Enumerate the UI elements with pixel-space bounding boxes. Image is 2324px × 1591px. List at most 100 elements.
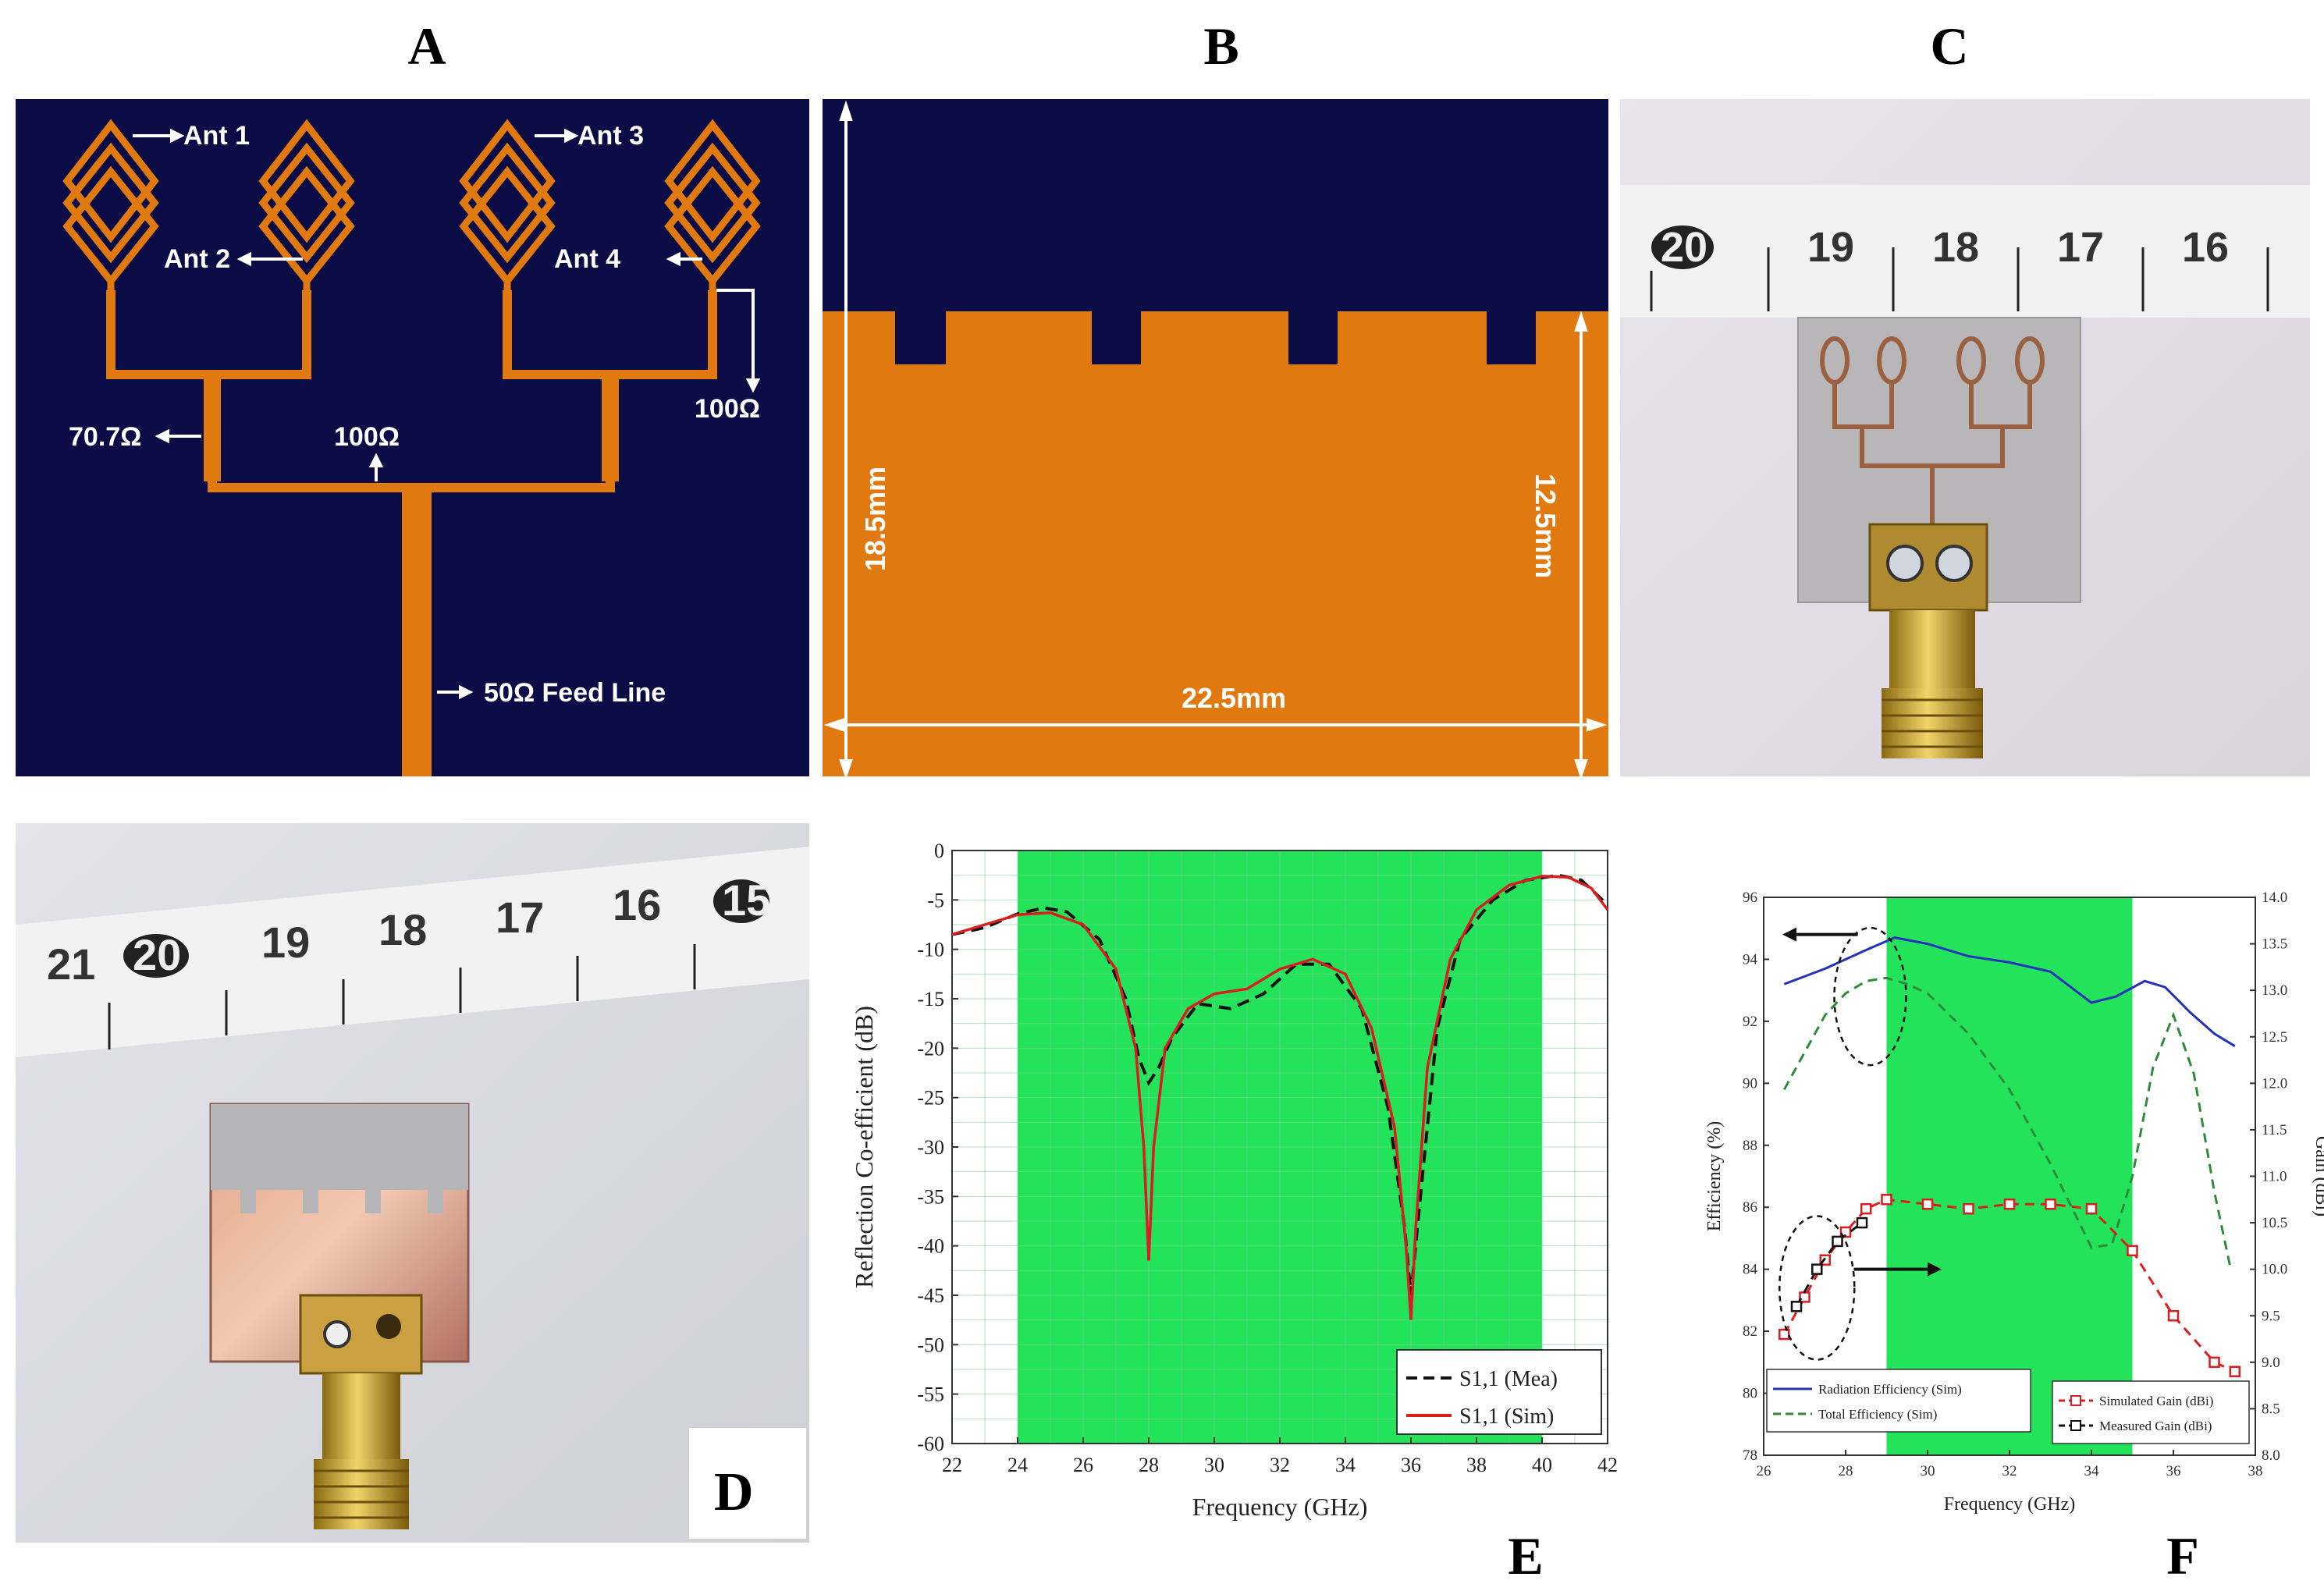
data-point xyxy=(1839,1226,1852,1238)
antenna-pattern xyxy=(1820,336,2045,524)
label-ant-4: Ant 4 xyxy=(554,244,620,274)
legend-efficiency xyxy=(1766,1369,2031,1433)
ruler-num-15: 15 xyxy=(722,875,770,925)
ruler xyxy=(1620,185,2310,318)
x-tick-label: 32 xyxy=(2002,1463,2017,1479)
connector-flange xyxy=(299,1294,423,1375)
x-tick-label: 22 xyxy=(942,1454,962,1476)
label-feed-line: 50Ω Feed Line xyxy=(484,678,666,708)
substrate-top xyxy=(211,1104,468,1213)
y-tick-label: 90 xyxy=(1743,1075,1757,1092)
label-ant-2: Ant 2 xyxy=(164,244,230,274)
y2-tick-label: 14.0 xyxy=(2262,890,2287,906)
data-point xyxy=(2003,1199,2016,1210)
y-tick-label: 88 xyxy=(1743,1138,1757,1154)
x-axis-label: Frequency (GHz) xyxy=(1192,1493,1368,1521)
legend-label: S1,1 (Mea) xyxy=(1459,1367,1558,1391)
x-tick-label: 38 xyxy=(2248,1463,2263,1479)
data-point xyxy=(1799,1291,1811,1303)
ruler-num-18: 18 xyxy=(1932,224,1979,271)
data-point xyxy=(1881,1194,1892,1206)
legend-gain xyxy=(2052,1380,2250,1444)
y-tick-label: 96 xyxy=(1743,890,1757,906)
y-tick-label: -45 xyxy=(917,1284,944,1307)
y2-axis-label: Gain (dBi) xyxy=(2312,1136,2324,1216)
ruler-ticks xyxy=(1650,247,2269,311)
data-point xyxy=(1779,1328,1790,1341)
y2-tick-label: 8.0 xyxy=(2262,1447,2280,1464)
x-tick-label: 38 xyxy=(1466,1454,1487,1476)
data-point xyxy=(2127,1245,2138,1257)
data-point xyxy=(2045,1199,2056,1210)
y2-tick-label: 11.0 xyxy=(2262,1169,2287,1185)
y-tick-label: -40 xyxy=(917,1235,944,1258)
x-tick-label: 42 xyxy=(1597,1454,1618,1476)
y-tick-label: 80 xyxy=(1743,1386,1757,1402)
ruler-ticks xyxy=(108,944,696,1049)
data-point xyxy=(2167,1310,2180,1322)
y-tick-label: -35 xyxy=(917,1185,944,1208)
y-tick-label: -15 xyxy=(917,988,944,1010)
right-axis-annotation-ellipse xyxy=(1779,1215,1856,1361)
y2-tick-label: 12.5 xyxy=(2262,1029,2287,1046)
data-point xyxy=(1963,1202,1974,1215)
left-axis-arrow-head xyxy=(1782,927,1796,942)
y2-tick-label: 9.5 xyxy=(2262,1308,2280,1324)
legend xyxy=(1396,1349,1602,1435)
panel-label-d: D xyxy=(714,1462,754,1522)
y-tick-label: 0 xyxy=(934,840,944,862)
series-line-2 xyxy=(951,875,1609,1320)
x-tick-label: 36 xyxy=(2166,1463,2181,1479)
ruler-num-18: 18 xyxy=(378,905,427,954)
y-tick-label: -60 xyxy=(917,1433,944,1455)
data-point xyxy=(1860,1202,1872,1215)
photo-back: 21 20 19 18 17 16 15 D xyxy=(16,823,809,1543)
series-line-4 xyxy=(1795,1221,1863,1308)
x-tick-label: 40 xyxy=(1532,1454,1552,1476)
y-tick-label: 84 xyxy=(1743,1262,1758,1278)
legend-label: Measured Gain (dBi) xyxy=(2099,1419,2212,1433)
ruler-num-19: 19 xyxy=(261,918,310,967)
feed-line-50ohm xyxy=(402,488,432,776)
photo-front: 20 19 18 17 16 xyxy=(1620,99,2310,776)
x-tick-label: 34 xyxy=(1335,1454,1356,1476)
panel-b-ground-plane: 18.5mm 12.5mm 22.5mm xyxy=(823,99,1608,776)
y-tick-label: -10 xyxy=(917,939,944,961)
panel-label-b: B xyxy=(1203,16,1239,76)
data-point xyxy=(1921,1199,1934,1210)
x-tick-label: 28 xyxy=(1839,1463,1853,1479)
panel-label-e: E xyxy=(1508,1526,1544,1586)
ruler-num-17: 17 xyxy=(2057,224,2104,271)
panel-a-feed-network: Ant 1 Ant 3 Ant 2 Ant 4 100Ω 70.7Ω 100Ω … xyxy=(16,99,809,776)
y2-tick-label: 8.5 xyxy=(2262,1401,2280,1417)
label-ant-3: Ant 3 xyxy=(577,121,644,151)
x-tick-label: 28 xyxy=(1139,1454,1159,1476)
y-axis-label: Efficiency (%) xyxy=(1704,1121,1725,1231)
y-tick-label: -25 xyxy=(917,1087,944,1110)
label-ant-1: Ant 1 xyxy=(183,121,250,151)
y-tick-label: 78 xyxy=(1743,1447,1757,1464)
legend-label: S1,1 (Sim) xyxy=(1459,1405,1554,1429)
sma-connector-body xyxy=(1889,610,1975,688)
y2-tick-label: 10.5 xyxy=(2262,1215,2287,1231)
dim-width: 22.5mm xyxy=(1182,682,1286,714)
panel-label-f: F xyxy=(2166,1526,2199,1586)
y2-tick-label: 9.0 xyxy=(2262,1355,2280,1371)
y-tick-label: 82 xyxy=(1743,1323,1757,1340)
ruler-num-16: 16 xyxy=(2182,224,2229,271)
y-tick-label: -30 xyxy=(917,1136,944,1159)
series-line-1 xyxy=(1783,936,2236,1047)
data-point xyxy=(1811,1263,1823,1275)
panel-label-a: A xyxy=(407,16,446,76)
sma-connector-body xyxy=(322,1373,400,1459)
panel-label-c: C xyxy=(1930,16,1969,76)
data-point xyxy=(2229,1365,2240,1377)
data-point xyxy=(2085,1202,2098,1215)
y-tick-label: -50 xyxy=(917,1334,944,1356)
y2-tick-label: 13.0 xyxy=(2262,982,2287,999)
data-point xyxy=(2209,1356,2220,1369)
